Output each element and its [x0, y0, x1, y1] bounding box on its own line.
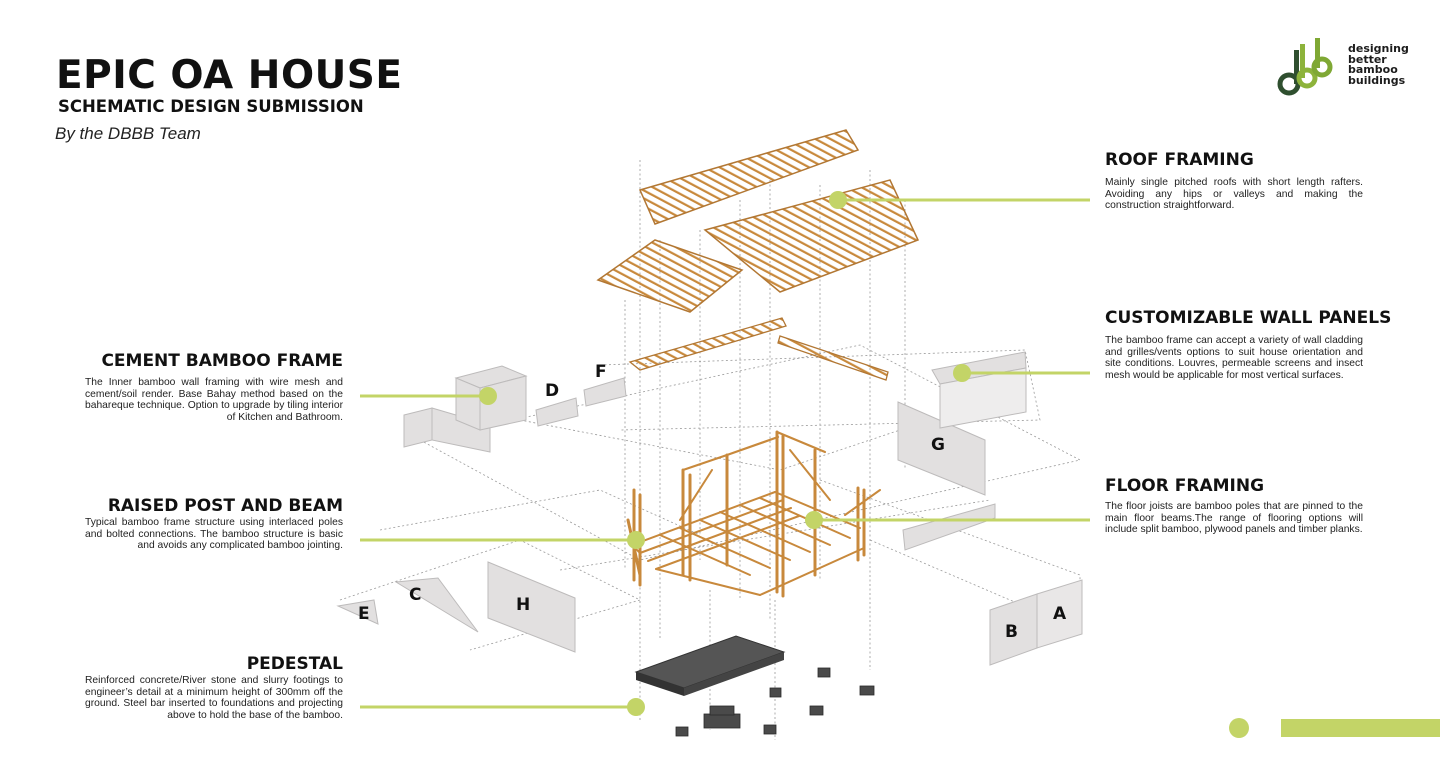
panel-letter-a: A: [1053, 604, 1067, 624]
panel-letter-c: C: [409, 585, 421, 605]
footings: [675, 667, 875, 737]
roof-panel-top: [638, 129, 860, 225]
panel-letter-f: F: [595, 362, 607, 382]
post-beam-title: RAISED POST AND BEAM: [107, 496, 343, 516]
floor-joists: [631, 491, 865, 596]
roof-framing-title: ROOF FRAMING: [1105, 150, 1254, 170]
page-title: EPIC OA HOUSE: [56, 53, 403, 98]
panel-letter-b: B: [1005, 622, 1018, 642]
logo-wordmark: designing better bamboo buildings: [1348, 42, 1409, 87]
panel-letter-d: D: [545, 381, 559, 401]
roof-panel-small: [628, 317, 787, 371]
roof-panel-main: [703, 179, 920, 293]
panel-letter-h: H: [516, 595, 530, 615]
cement-frame-text: The Inner bamboo wall framing with wire …: [85, 377, 343, 423]
byline: By the DBBB Team: [55, 124, 201, 143]
panel-letter-g: G: [931, 435, 945, 455]
dbbb-logo-icon: [1277, 38, 1333, 96]
wall-panels-title: CUSTOMIZABLE WALL PANELS: [1105, 308, 1392, 328]
logo-line: better: [1348, 52, 1387, 66]
panel-letter-e: E: [358, 604, 370, 624]
footer-accent-dot: [1229, 718, 1249, 738]
roof-panel-strip: [777, 335, 889, 381]
floor-framing-title: FLOOR FRAMING: [1105, 476, 1265, 496]
logo-line: buildings: [1348, 73, 1406, 87]
roof-panel-left: [596, 239, 744, 313]
wall-panels-text: The bamboo frame can accept a variety of…: [1105, 335, 1363, 381]
pedestal-title: PEDESTAL: [246, 654, 343, 674]
roof-framing-text: Mainly single pitched roofs with short l…: [1105, 177, 1363, 212]
callout-leaders: [360, 191, 1090, 716]
logo-line: designing: [1348, 42, 1409, 55]
footer-accent-bar: [1281, 719, 1440, 737]
page-subtitle: SCHEMATIC DESIGN SUBMISSION: [58, 97, 364, 116]
pedestal-text: Reinforced concrete/River stone and slur…: [85, 675, 343, 721]
floor-framing-text: The floor joists are bamboo poles that a…: [1105, 501, 1363, 536]
cement-frame-title: CEMENT BAMBOO FRAME: [101, 351, 343, 371]
post-beam-text: Typical bamboo frame structure using int…: [85, 517, 343, 552]
logo-line: bamboo: [1348, 63, 1398, 76]
